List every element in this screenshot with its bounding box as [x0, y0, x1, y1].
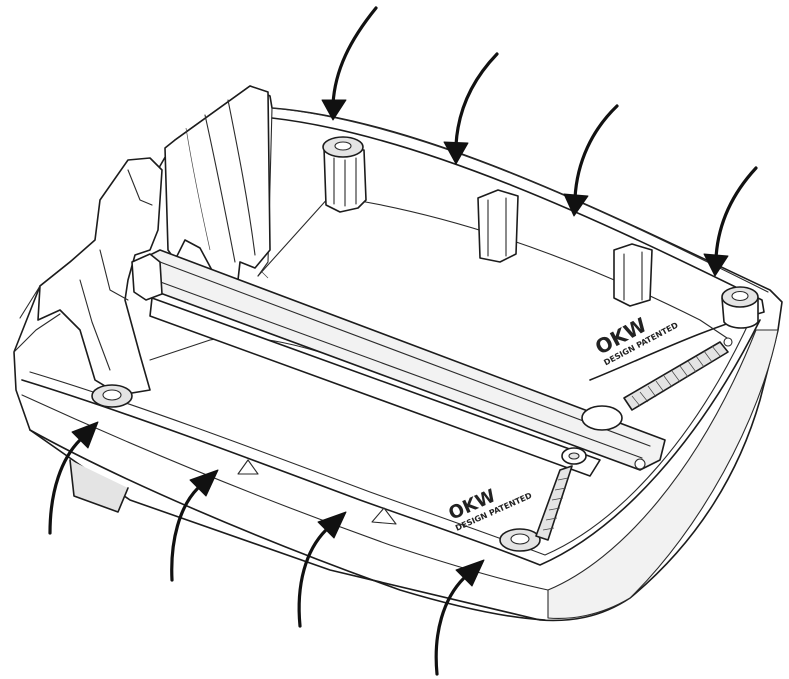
arrows [48, 6, 758, 676]
back-posts [322, 136, 653, 307]
top-rim-outer [271, 107, 769, 293]
left-bracket [37, 157, 163, 396]
front-rim-top [21, 319, 761, 566]
arrow-5 [48, 421, 99, 535]
springs [535, 337, 733, 541]
boss-left-front [91, 384, 133, 408]
arrow-2 [443, 52, 499, 165]
clip-ridge-3 [185, 127, 211, 251]
spring-front [535, 447, 587, 541]
front-face-bottom [29, 429, 546, 621]
front-rim-inner [29, 315, 753, 556]
bosses [91, 286, 759, 552]
left-clip-structure [13, 85, 271, 396]
boss-right-front [499, 528, 541, 552]
roller-disk [581, 405, 623, 431]
left-bracket-slot-3 [127, 169, 153, 206]
rail-edge-2 [154, 279, 643, 459]
left-bracket-face [13, 313, 61, 353]
floor-bump-2 [371, 507, 397, 525]
arrow-8 [434, 559, 485, 676]
right-side-face [547, 329, 779, 619]
rail-end-pin [634, 458, 646, 470]
arrow-7 [297, 511, 347, 628]
rod-assembly [131, 249, 666, 477]
arrow-6 [170, 469, 219, 582]
rail-lower-lip [149, 297, 601, 477]
arrow-1 [321, 6, 378, 121]
rail-end-left [131, 253, 163, 301]
post-1-rib [333, 157, 357, 207]
clip-ridge-2 [227, 99, 256, 256]
arrow-3 [563, 104, 619, 217]
foot [69, 459, 129, 513]
post-2-ribs [487, 197, 507, 257]
top-rim-inner [271, 117, 765, 381]
left-bracket-slot-2 [99, 249, 129, 301]
post-3 [613, 243, 653, 307]
boss-right-back [721, 286, 759, 329]
spring-back [623, 337, 733, 411]
clip-ridge-1 [204, 114, 236, 263]
post-3-ribs [623, 251, 643, 301]
floor-back-edge-2 [261, 271, 269, 279]
back-wall-left [257, 107, 273, 277]
left-bracket-slot-1 [79, 279, 111, 371]
floor-bump-1 [237, 459, 259, 475]
left-bracket-edge [19, 285, 41, 319]
arrow-4 [703, 166, 758, 277]
post-1-hole [334, 141, 352, 151]
post-2 [477, 189, 519, 263]
rail-edge-1 [159, 261, 651, 447]
